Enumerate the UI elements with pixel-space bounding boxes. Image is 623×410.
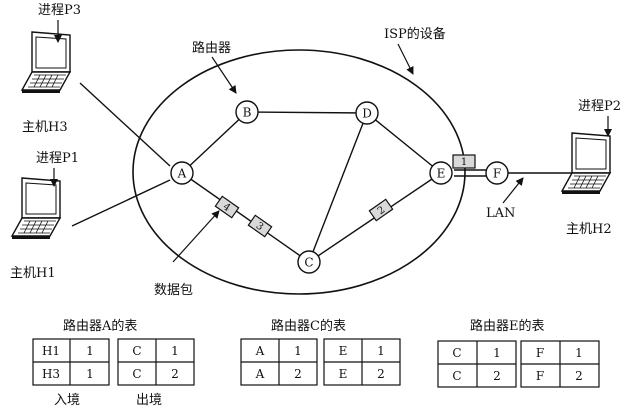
arrow-router-label-icon <box>211 56 237 94</box>
table-cell: A <box>255 344 265 358</box>
isp-label: ISP的设备 <box>384 26 446 42</box>
host-h1-label: 主机H1 <box>10 266 56 281</box>
packet-1: 1 <box>452 154 476 169</box>
table-cell: C <box>452 369 461 383</box>
table-cell: 1 <box>171 344 179 358</box>
router-c: C <box>297 250 321 274</box>
process-p2-label: 进程P2 <box>578 99 621 114</box>
packet-2: 2 <box>368 198 394 222</box>
packet-1-label: 1 <box>461 157 467 168</box>
packet-4-label: 4 <box>221 201 233 214</box>
packet-4: 4 <box>214 195 240 219</box>
host-h2-label: 主机H2 <box>566 222 612 237</box>
table-router-e: 路由器E的表 C C 1 2 F F 1 2 <box>437 318 600 388</box>
table-cell: 1 <box>493 346 501 360</box>
link-d-e <box>366 112 442 174</box>
table-cell: F <box>536 369 544 383</box>
router-d-label: D <box>362 107 372 121</box>
router-callout-label: 路由器 <box>192 40 231 56</box>
host-h3-laptop-icon <box>21 31 71 94</box>
network-links <box>71 82 580 263</box>
isp-boundary <box>132 49 466 295</box>
router-a: A <box>170 161 194 185</box>
arrow-isp-label-icon <box>397 43 414 75</box>
router-c-label: C <box>304 256 313 270</box>
table-cell: H1 <box>42 344 60 358</box>
router-b: B <box>235 100 259 124</box>
table-cell: 2 <box>493 369 501 383</box>
link-h3-a <box>79 82 171 167</box>
process-p1-label: 进程P1 <box>36 151 79 166</box>
table-router-c: 路由器C的表 A A 1 2 E E 1 2 <box>240 318 401 386</box>
link-h1-a <box>71 179 171 227</box>
process-p3-label: 进程P3 <box>38 3 81 18</box>
arrow-lan-label-icon <box>502 177 524 204</box>
table-cell: C <box>132 367 141 381</box>
table-cell: A <box>255 367 265 381</box>
packet-3: 3 <box>247 214 273 238</box>
table-cell: H3 <box>42 367 60 381</box>
table-a-title: 路由器A的表 <box>63 318 137 334</box>
host-h2-laptop-icon <box>561 132 611 195</box>
table-cell: 1 <box>575 346 583 360</box>
router-f-label: F <box>493 167 501 181</box>
link-a-b <box>181 111 248 174</box>
router-a-label: A <box>177 167 187 181</box>
inbound-caption: 入境 <box>54 393 80 408</box>
table-cell: 2 <box>294 367 302 381</box>
table-cell: C <box>452 346 461 360</box>
arrow-packets-label-icon <box>172 210 220 263</box>
table-cell: 1 <box>86 344 94 358</box>
outbound-caption: 出境 <box>136 393 162 408</box>
table-cell: C <box>132 344 141 358</box>
packets-label: 数据包 <box>154 283 193 298</box>
host-h1-laptop-icon <box>11 177 61 240</box>
link-a-c <box>181 172 310 263</box>
table-cell: 2 <box>377 367 385 381</box>
table-cell: E <box>339 344 348 358</box>
router-f: F <box>485 161 509 185</box>
table-cell: 1 <box>377 344 385 358</box>
router-e: E <box>429 161 453 185</box>
table-cell: 1 <box>86 367 94 381</box>
lan-label: LAN <box>486 206 515 221</box>
table-cell: 2 <box>575 369 583 383</box>
packet-3-label: 3 <box>254 220 266 233</box>
link-b-d <box>246 111 368 114</box>
host-h3-label: 主机H3 <box>22 120 68 135</box>
packet-2-label: 2 <box>376 204 388 217</box>
table-cell: 1 <box>294 344 302 358</box>
table-c-title: 路由器C的表 <box>271 318 346 334</box>
table-e-title: 路由器E的表 <box>470 318 545 334</box>
table-router-a: 路由器A的表 H1 H3 1 1 C C 1 2 入境 出境 <box>32 318 195 408</box>
table-cell: E <box>339 367 348 381</box>
link-d-c <box>308 112 368 263</box>
table-cell: F <box>536 346 544 360</box>
table-cell: 2 <box>171 367 179 381</box>
router-b-label: B <box>243 106 252 120</box>
router-e-label: E <box>437 167 446 181</box>
router-d: D <box>355 101 379 125</box>
